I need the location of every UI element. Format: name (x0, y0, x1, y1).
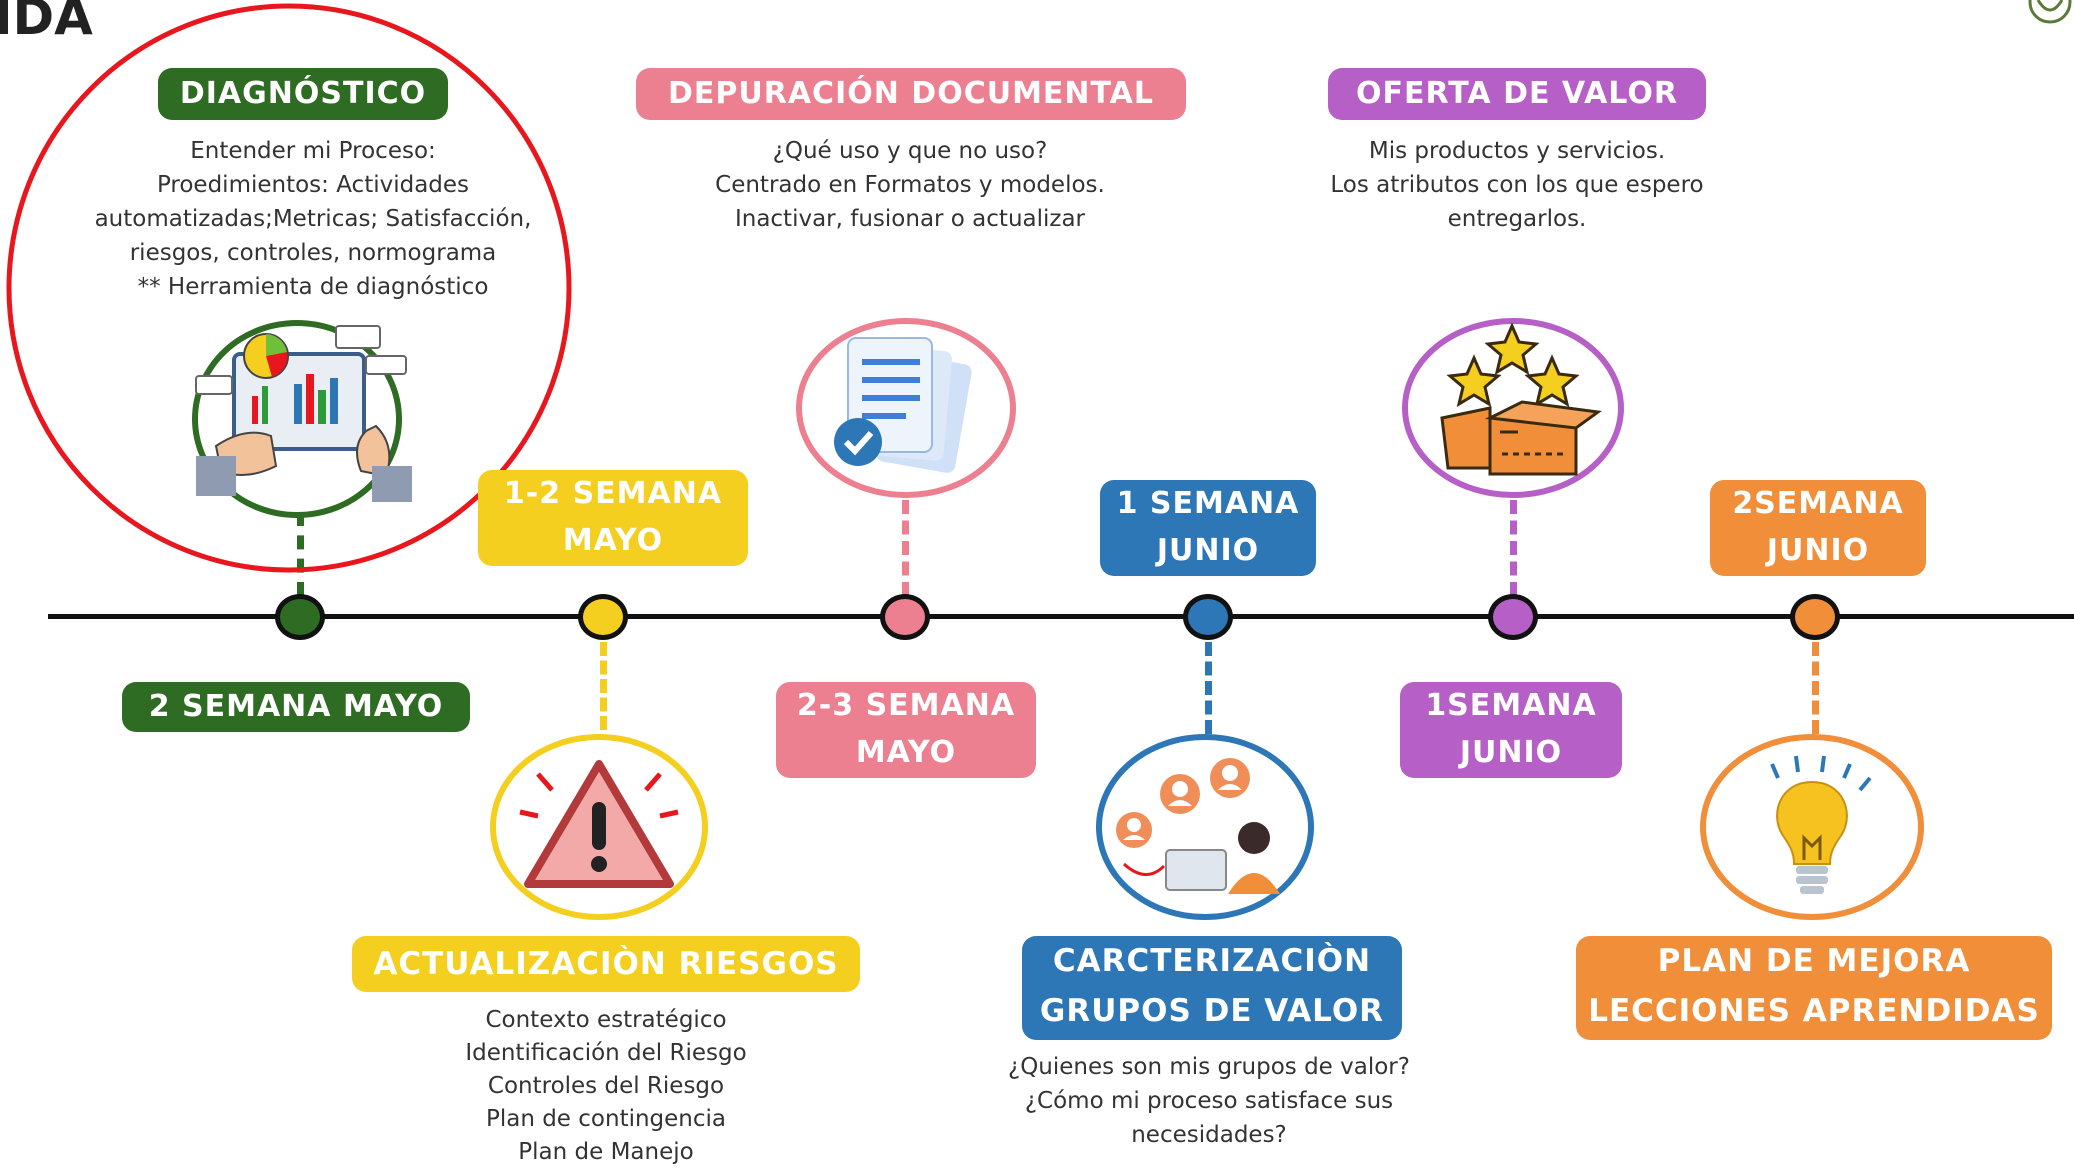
people-group-icon (1116, 758, 1280, 894)
depuracion-title: DEPURACIÓN DOCUMENTAL (636, 68, 1186, 120)
depuracion-icon-circle (796, 318, 1016, 498)
timeline-node-grupos[interactable] (1183, 594, 1233, 640)
oferta-date: 1SEMANA JUNIO (1400, 682, 1622, 778)
mejora-date: 2SEMANA JUNIO (1710, 480, 1926, 576)
grupos-icon-circle (1096, 734, 1314, 920)
mejora-title: PLAN DE MEJORA LECCIONES APRENDIDAS (1576, 936, 2052, 1040)
timeline-node-riesgos[interactable] (578, 594, 628, 640)
timeline-node-diagnostico[interactable] (275, 594, 325, 640)
oferta-title: OFERTA DE VALOR (1328, 68, 1706, 120)
timeline-node-depuracion[interactable] (880, 594, 930, 640)
highlight-circle (6, 3, 572, 573)
depuracion-description: ¿Qué uso y que no uso? Centrado en Forma… (715, 138, 1105, 232)
timeline-node-oferta[interactable] (1488, 594, 1538, 640)
diagnostico-description: Entender mi Proceso: Proedimientos: Acti… (94, 138, 532, 300)
diagnostico-title: DIAGNÓSTICO (158, 68, 448, 120)
riesgos-title: ACTUALIZACIÒN RIESGOS (352, 936, 860, 992)
timeline-node-mejora[interactable] (1790, 594, 1840, 640)
depuracion-date: 2-3 SEMANA MAYO (776, 682, 1036, 778)
logo-icon (2028, 0, 2072, 24)
connector-grupos (1205, 642, 1212, 734)
riesgos-icon-circle (490, 734, 708, 920)
connector-oferta (1510, 500, 1517, 596)
lightbulb-icon (1770, 755, 1872, 894)
connector-diagnostico (297, 512, 304, 596)
connector-depuracion (902, 500, 909, 596)
riesgos-description: Contexto estratégico Identificación del … (465, 1007, 747, 1165)
grupos-description: ¿Quienes son mis grupos de valor? ¿Cómo … (1008, 1054, 1410, 1148)
grupos-title: CARCTERIZACIÒN GRUPOS DE VALOR (1022, 936, 1402, 1040)
connector-mejora (1812, 642, 1819, 734)
riesgos-date: 1-2 SEMANA MAYO (478, 470, 748, 566)
warning-triangle-icon (519, 760, 679, 888)
diagnostico-date: 2 SEMANA MAYO (122, 682, 470, 732)
diagnostico-icon-circle (192, 320, 412, 518)
grupos-date: 1 SEMANA JUNIO (1100, 480, 1316, 576)
documents-check-icon (834, 337, 972, 473)
oferta-description: Mis productos y servicios. Los atributos… (1330, 138, 1704, 232)
box-stars-icon (1440, 322, 1602, 476)
oferta-icon-circle (1402, 318, 1624, 498)
connector-riesgos (600, 642, 607, 730)
analytics-dashboard-icon (195, 325, 412, 502)
page-title: IDA (0, 0, 93, 46)
mejora-icon-circle (1700, 734, 1924, 920)
timeline-axis (48, 614, 2074, 619)
